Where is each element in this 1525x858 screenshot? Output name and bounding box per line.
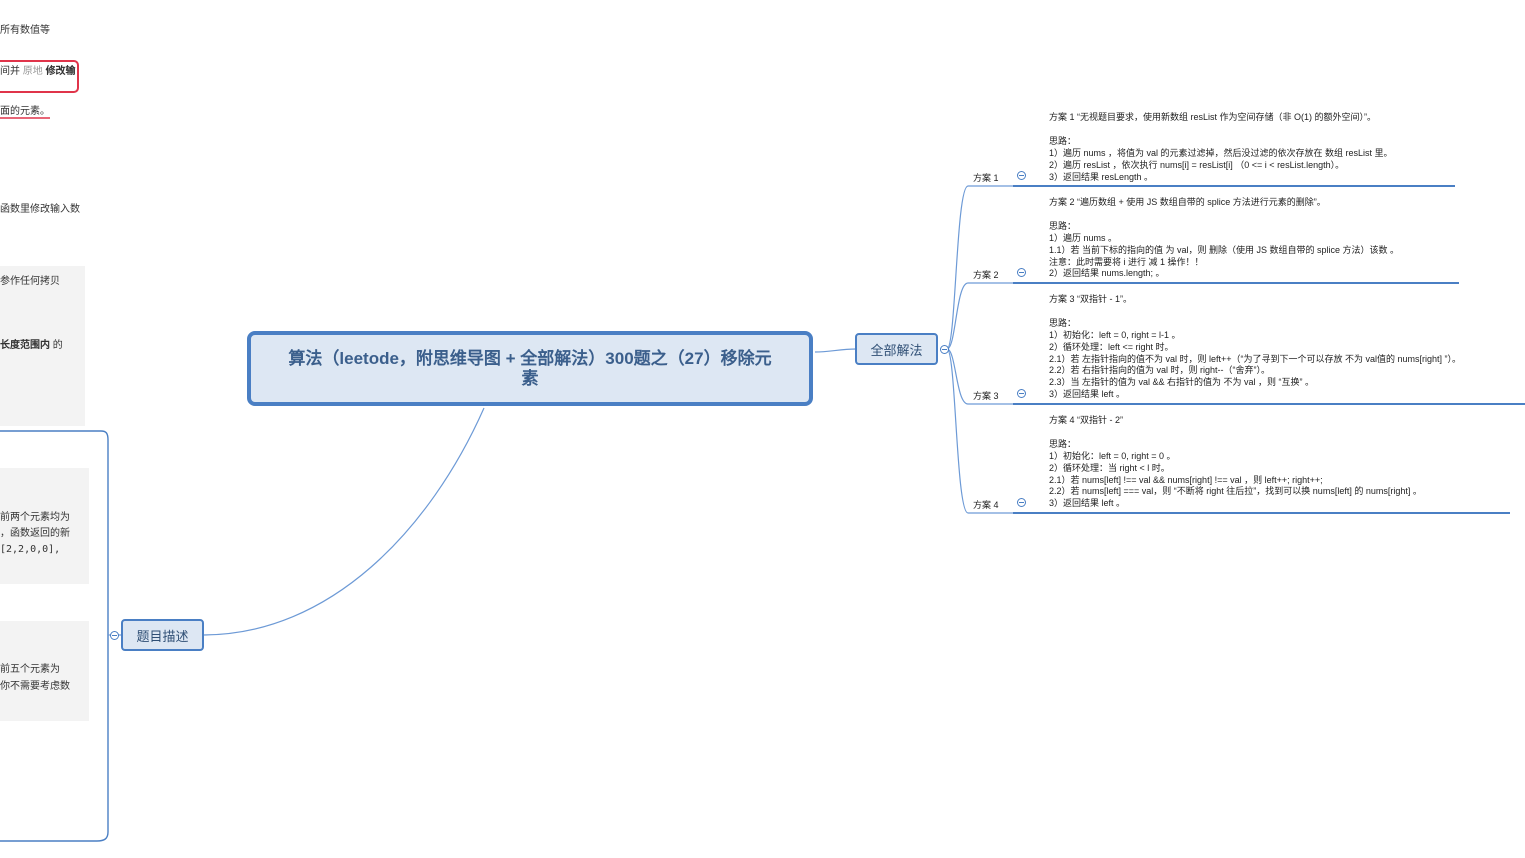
desc-fragment: 长度范围内 的 (0, 339, 63, 353)
desc-fragment-part: 原地 (22, 66, 43, 77)
solution-text-3: 方案 3 “双指针 - 1”。 思路： 1）初始化：left = 0, righ… (1049, 294, 1461, 401)
solution-line: 2.2）若 nums[left] === val，则 “不断将 right 往后… (1049, 486, 1422, 497)
desc-fragment-part: 长度范围内 (0, 340, 50, 351)
solution-line: 3）返回结果 resLength 。 (1049, 171, 1154, 182)
solution-line: 2.2）若 右指针指向的值为 val 时，则 right--（“舍弃”）。 (1049, 365, 1271, 376)
solution-line (1049, 124, 1393, 136)
desc-fragment-part: 的 (52, 340, 63, 351)
desc-fragment: 前两个元素均为 (0, 512, 70, 523)
solution-text-2: 方案 2 “遍历数组 + 使用 JS 数组自带的 splice 方法进行元素的删… (1049, 197, 1399, 280)
branch-underline (1013, 403, 1525, 405)
solution-line: 方案 3 “双指针 - 1”。 (1049, 294, 1133, 304)
collapse-toggle-icon[interactable] (1017, 268, 1026, 277)
example-block (0, 468, 89, 584)
solution-line: 2.1）若 nums[left] !== val && nums[right] … (1049, 474, 1323, 485)
example-block (0, 621, 89, 721)
solution-line: 方案 2 “遍历数组 + 使用 JS 数组自带的 splice 方法进行元素的删… (1049, 197, 1326, 207)
desc-fragment: 所有数值等 (0, 25, 50, 36)
desc-fragment-part: 修改输 (45, 66, 76, 77)
collapse-toggle-icon[interactable] (1017, 498, 1026, 507)
solution-text-1: 方案 1 “无视题目要求，使用新数组 resList 作为空间存储（非 O(1)… (1049, 112, 1393, 183)
solution-text-4: 方案 4 “双指针 - 2” 思路： 1）初始化：left = 0, right… (1049, 415, 1422, 510)
solution-line: 思路： (1049, 135, 1077, 146)
solution-line: 1）初始化：left = 0, right = l-1 。 (1049, 329, 1181, 340)
branch-node-solutions[interactable]: 全部解法 (855, 333, 938, 365)
solution-line (1049, 306, 1461, 318)
solution-line: 1.1）若 当前下标的指向的值 为 val，则 删除（使用 JS 数组自带的 s… (1049, 244, 1400, 255)
branch-underline (1013, 185, 1455, 187)
solution-line (1049, 209, 1399, 221)
desc-fragment: 前五个元素为 (0, 664, 60, 675)
solution-line: 1）遍历 nums 。 (1049, 232, 1118, 243)
collapse-toggle-icon[interactable] (940, 345, 949, 354)
collapse-toggle-icon[interactable] (1017, 389, 1026, 398)
solution-line: 方案 4 “双指针 - 2” (1049, 415, 1124, 425)
solution-line: 思路： (1049, 317, 1077, 328)
solution-line: 2）返回结果 nums.length; 。 (1049, 268, 1165, 279)
branch-underline (1013, 512, 1510, 514)
desc-fragment-part: 间并 (0, 66, 20, 77)
solution-line: 2）遍历 resList ，依次执行 nums[i] = resList[i] … (1049, 159, 1345, 170)
branch-underline (1013, 282, 1459, 284)
root-node[interactable]: 算法（leetode，附思维导图 + 全部解法）300题之（27）移除元素 (247, 331, 813, 406)
solution-line (1049, 427, 1422, 439)
desc-fragment: [2,2,0,0], (0, 544, 61, 555)
solution-label-2[interactable]: 方案 2 (973, 270, 999, 280)
solution-label-3[interactable]: 方案 3 (973, 391, 999, 401)
collapse-toggle-icon[interactable] (110, 631, 119, 640)
desc-fragment: 你不需要考虑数 (0, 681, 70, 692)
desc-fragment: 面的元素。 (0, 106, 50, 117)
branch-node-description[interactable]: 题目描述 (121, 619, 204, 651)
collapse-toggle-icon[interactable] (1017, 171, 1026, 180)
solution-line: 2.1）若 左指针指向的值不为 val 时，则 left++（“为了寻到下一个可… (1049, 353, 1462, 364)
desc-fragment: 参作任何拷贝 (0, 276, 60, 287)
solution-label-1[interactable]: 方案 1 (973, 173, 999, 183)
solution-line: 思路： (1049, 220, 1077, 231)
solution-line: 3）返回结果 left 。 (1049, 498, 1126, 509)
solution-line: 注意：此时需要将 i 进行 减 1 操作！！ (1049, 256, 1204, 267)
code-block (0, 266, 85, 426)
solution-label-4[interactable]: 方案 4 (973, 500, 999, 510)
solution-line: 2）循环处理：当 right < l 时。 (1049, 462, 1170, 473)
desc-fragment: ，函数返回的新 (0, 528, 70, 539)
solution-line: 2.3）当 左指针的值为 val && 右指针的值为 不为 val ，则 “互换… (1049, 377, 1315, 388)
solution-line: 2）循环处理：left <= right 时。 (1049, 341, 1174, 352)
highlight-box (0, 60, 79, 93)
solution-line: 1）遍历 nums ，将值为 val 的元素过滤掉，然后没过滤的依次存放在 数组… (1049, 147, 1393, 158)
desc-fragment: 间并 原地 修改输 (0, 65, 76, 79)
desc-fragment: 函数里修改输入数 (0, 204, 80, 215)
solution-line: 1）初始化：left = 0, right = 0 。 (1049, 450, 1176, 461)
solution-line: 方案 1 “无视题目要求，使用新数组 resList 作为空间存储（非 O(1)… (1049, 112, 1377, 122)
solution-line: 3）返回结果 left 。 (1049, 389, 1126, 400)
root-title: 算法（leetode，附思维导图 + 全部解法）300题之（27）移除元素 (288, 348, 772, 388)
solution-line: 思路： (1049, 438, 1077, 449)
